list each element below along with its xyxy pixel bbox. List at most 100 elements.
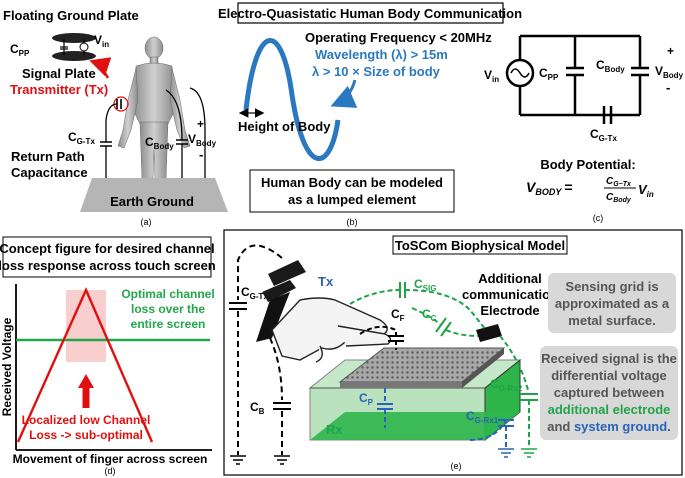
caption-d: (d) <box>105 466 116 476</box>
tx-label: Tx <box>318 274 334 289</box>
received-text-3: captured between <box>554 385 665 400</box>
optimal-text-2: loss over the <box>131 302 205 316</box>
c-vin-label: Vin <box>484 68 499 84</box>
c-cgtx-label: CG-Tx <box>590 127 617 143</box>
vbody-plus: + <box>197 117 204 131</box>
cc-label: CC <box>422 307 437 323</box>
sensing-text-1: Sensing grid is <box>565 279 658 294</box>
caption-a: (a) <box>141 217 152 227</box>
caption-b: (b) <box>347 217 358 227</box>
lumped-text-2: as a lumped element <box>288 192 417 207</box>
lumped-text-1: Human Body can be modeled <box>261 175 443 190</box>
localized-region <box>66 290 106 362</box>
eq-vin: Vin <box>638 182 654 199</box>
additional-electrode <box>476 324 502 342</box>
received-text-4: additional electrode <box>548 402 671 417</box>
signal-plate <box>52 51 96 61</box>
cgtx-label: CG-Tx <box>68 130 95 146</box>
return-path-label-2: Capacitance <box>11 165 88 180</box>
return-path-label-1: Return Path <box>11 149 85 164</box>
csig-wire <box>404 289 487 331</box>
concept-text-2: loss response across touch screen <box>0 258 216 273</box>
cp-label: CP <box>359 391 374 407</box>
y-axis-label: Received Voltage <box>0 317 14 416</box>
vbody-label: VBody <box>188 132 217 148</box>
body-potential-label: Body Potential: <box>540 157 635 172</box>
additional-label-2: communication <box>462 287 558 302</box>
received-text-5: and system ground. <box>547 419 671 434</box>
hand-icon <box>271 297 392 363</box>
signal-plate-label: Signal Plate <box>22 66 96 81</box>
title-box <box>237 2 504 24</box>
sine-wave <box>243 38 341 161</box>
tx-handle <box>256 292 290 342</box>
cf-label: CF <box>391 307 405 323</box>
vin-label: Vin <box>94 33 109 49</box>
sensing-note-box <box>548 273 676 333</box>
wavelength-arrow <box>330 79 358 108</box>
earth-ground-plate <box>80 178 228 212</box>
ground-symbol-2 <box>274 455 290 465</box>
floating-ground-plate <box>52 33 96 43</box>
panel-d: Concept figure for desired channel loss … <box>0 236 216 476</box>
ground-symbol-blue <box>498 448 514 458</box>
caption-c: (c) <box>593 213 604 223</box>
toscom-title-box <box>392 235 568 255</box>
sensing-text-3: metal surface. <box>568 313 655 328</box>
c-cpp-label: CPP <box>539 66 559 82</box>
ground-symbol-1 <box>230 455 246 465</box>
panel-c-labels: Vin CPP CBody + VBody - CG-Tx Body Poten… <box>484 44 684 223</box>
human-body-icon <box>117 36 191 207</box>
ground-symbol-green <box>521 448 537 458</box>
c-vbody-plus: + <box>667 44 674 58</box>
concept-box <box>2 236 212 278</box>
wavelength-label: Wavelength (λ) > 15m <box>315 47 448 62</box>
earth-ground-label: Earth Ground <box>110 194 194 209</box>
eq-denominator: CBody <box>606 192 632 204</box>
rx-label: Rx <box>326 422 343 437</box>
rx-bottom <box>310 412 520 440</box>
cf-wire <box>359 325 397 350</box>
floating-ground-plate-label: Floating Ground Plate <box>3 8 139 23</box>
vbody-equation: VBODY= <box>526 179 573 197</box>
lambda-relation: λ > 10 × Size of body <box>312 64 441 79</box>
lumped-box <box>249 169 455 213</box>
cgtx-wire <box>237 244 283 300</box>
optimal-text-1: Optimal channel <box>121 287 214 301</box>
received-text-2: differential voltage <box>551 368 667 383</box>
x-axis-label: Movement of finger across screen <box>13 452 208 466</box>
tx-plate <box>268 260 306 286</box>
additional-label-1: Additional <box>478 271 542 286</box>
panel-e: ToSCom Biophysical Model CG-Tx Tx CB Rx <box>223 229 683 476</box>
cpp-label: CPP <box>10 42 30 58</box>
localized-curve <box>16 287 154 443</box>
optimal-text-3: entire screen <box>131 317 206 331</box>
localized-text-1: Localized low Channel <box>22 413 151 427</box>
c-vbody-label: VBody <box>655 64 684 80</box>
figure-title: Electro-Quasistatic Human Body Communica… <box>218 6 522 21</box>
panel-b: Operating Frequency < 20MHz Wavelength (… <box>238 30 492 227</box>
localized-text-2: Loss -> sub-optimal <box>29 428 143 442</box>
received-note-box <box>540 346 678 440</box>
caption-e: (e) <box>451 461 462 471</box>
cbody-label: CBody <box>145 135 174 151</box>
red-up-arrow-head <box>78 374 94 388</box>
panel-c <box>505 34 649 124</box>
source-icon <box>79 42 89 52</box>
c-vbody-minus: - <box>666 80 670 95</box>
cb-label: CB <box>250 400 265 416</box>
e-cgtx-label: CG-Tx <box>241 285 268 301</box>
height-of-body: Height of Body <box>238 119 331 134</box>
concept-text-1: Concept figure for desired channel <box>0 241 215 256</box>
vbody-minus: - <box>199 147 203 162</box>
panel-a: Floating Ground Plate CPP Vin Signal Pla… <box>3 8 228 227</box>
c-cbody-label: CBody <box>596 58 625 74</box>
additional-label-3: Electrode <box>480 303 539 318</box>
cgrx2-label: CG-Rx2 <box>490 377 523 393</box>
sensing-text-2: approximated as a <box>555 296 670 311</box>
eq-numerator: CG−Tx <box>606 176 632 188</box>
transmitter-label: Transmitter (Tx) <box>10 82 108 97</box>
received-text-1: Received signal is the <box>541 351 677 366</box>
cgrx1-label: CG-Rx1 <box>466 409 499 425</box>
